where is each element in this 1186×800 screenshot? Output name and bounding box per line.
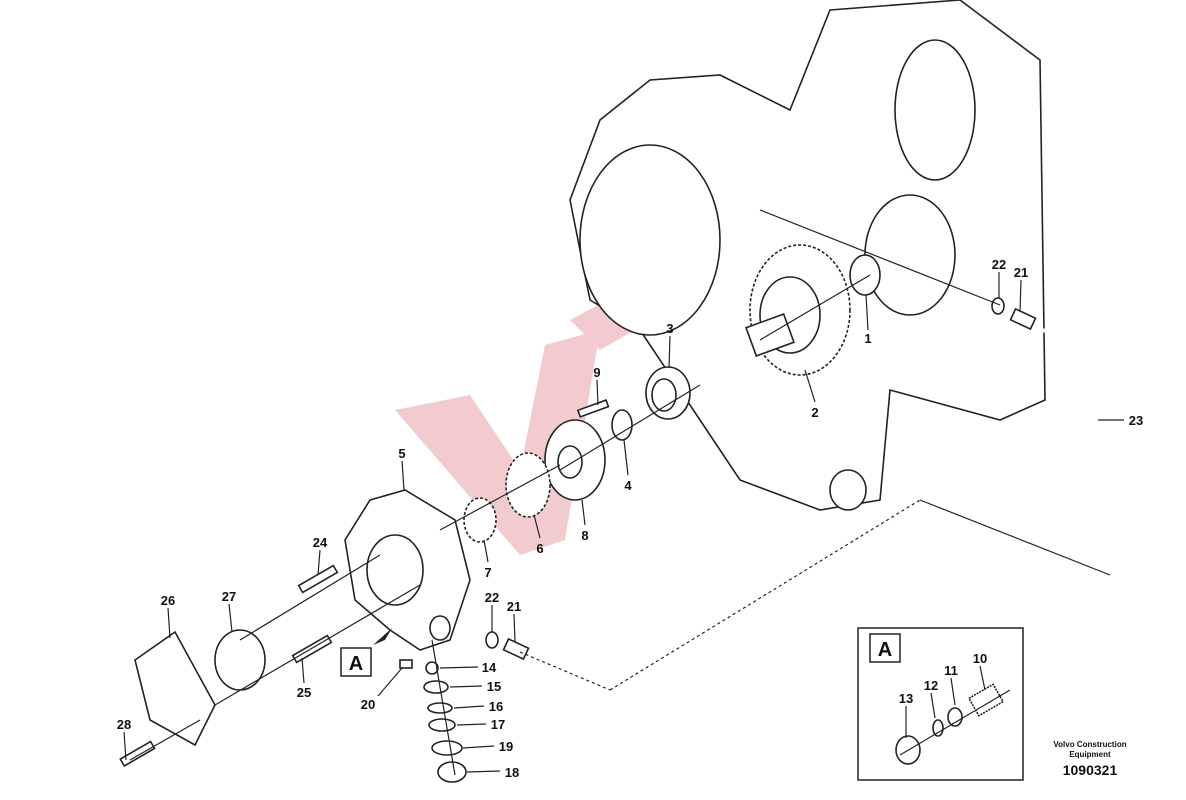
callout-27: 27 — [222, 589, 236, 604]
screw-25 — [291, 634, 333, 664]
callout-22-top: 22 — [992, 257, 1006, 272]
washer-19 — [431, 740, 463, 756]
callouts: 1 2 3 4 5 6 7 8 9 10 11 12 13 14 15 16 1… — [117, 257, 1143, 780]
gear-2 — [745, 244, 851, 376]
drawing-number: 1090321 — [1062, 762, 1118, 778]
washer-22 — [485, 631, 499, 649]
ring-17 — [428, 718, 456, 732]
callout-18: 18 — [505, 765, 519, 780]
caption-maker: Volvo Construction Equipment — [1053, 740, 1127, 759]
washer-22-top — [991, 297, 1005, 315]
callout-5: 5 — [398, 446, 405, 461]
pipe-23 — [1039, 329, 1131, 586]
callout-21: 21 — [507, 599, 521, 614]
inset-detail-a: A — [857, 627, 1024, 781]
callout-9: 9 — [593, 365, 600, 380]
ball-14 — [425, 661, 439, 675]
inset-label: A — [878, 639, 892, 661]
callout-1: 1 — [864, 331, 871, 346]
callout-3: 3 — [666, 321, 673, 336]
seat-15 — [423, 680, 449, 694]
screw-28 — [119, 740, 156, 768]
callout-22: 22 — [485, 590, 499, 605]
callout-19: 19 — [499, 739, 513, 754]
union-21 — [502, 637, 530, 661]
callout-20: 20 — [361, 697, 375, 712]
callout-21-top: 21 — [1014, 265, 1028, 280]
pump-housing-5 — [344, 489, 471, 651]
callout-6: 6 — [536, 541, 543, 556]
cover-8 — [544, 419, 606, 501]
callout-25: 25 — [297, 685, 311, 700]
gear-7 — [463, 497, 497, 543]
callout-8: 8 — [581, 528, 588, 543]
callout-14: 14 — [482, 660, 497, 675]
detail-label: A — [349, 653, 363, 675]
callout-23: 23 — [1129, 413, 1143, 428]
callout-26: 26 — [161, 593, 175, 608]
ring-16 — [427, 702, 453, 714]
caption: Volvo Construction Equipment 1090321 — [1035, 740, 1145, 778]
screw-9 — [576, 399, 610, 418]
cover-26 — [134, 630, 216, 747]
o-ring-4 — [611, 409, 633, 441]
screw-24 — [297, 564, 339, 594]
callout-16: 16 — [489, 699, 503, 714]
o-ring-27 — [214, 629, 266, 691]
plug-18 — [437, 761, 467, 783]
ring-gear-6 — [505, 452, 551, 518]
bearing-3 — [645, 366, 691, 420]
callout-13: 13 — [899, 691, 913, 706]
callout-4: 4 — [624, 478, 632, 493]
callout-2: 2 — [811, 405, 818, 420]
callout-28: 28 — [117, 717, 131, 732]
union-21-top — [1009, 307, 1037, 331]
callout-17: 17 — [491, 717, 505, 732]
callout-11: 11 — [944, 663, 958, 678]
callout-12: 12 — [924, 678, 938, 693]
callout-10: 10 — [973, 651, 987, 666]
callout-15: 15 — [487, 679, 501, 694]
bearing-1 — [849, 254, 881, 296]
callout-7: 7 — [484, 565, 491, 580]
plug-20 — [399, 659, 413, 669]
detail-a-marker: A — [340, 628, 392, 677]
callout-24: 24 — [313, 535, 328, 550]
